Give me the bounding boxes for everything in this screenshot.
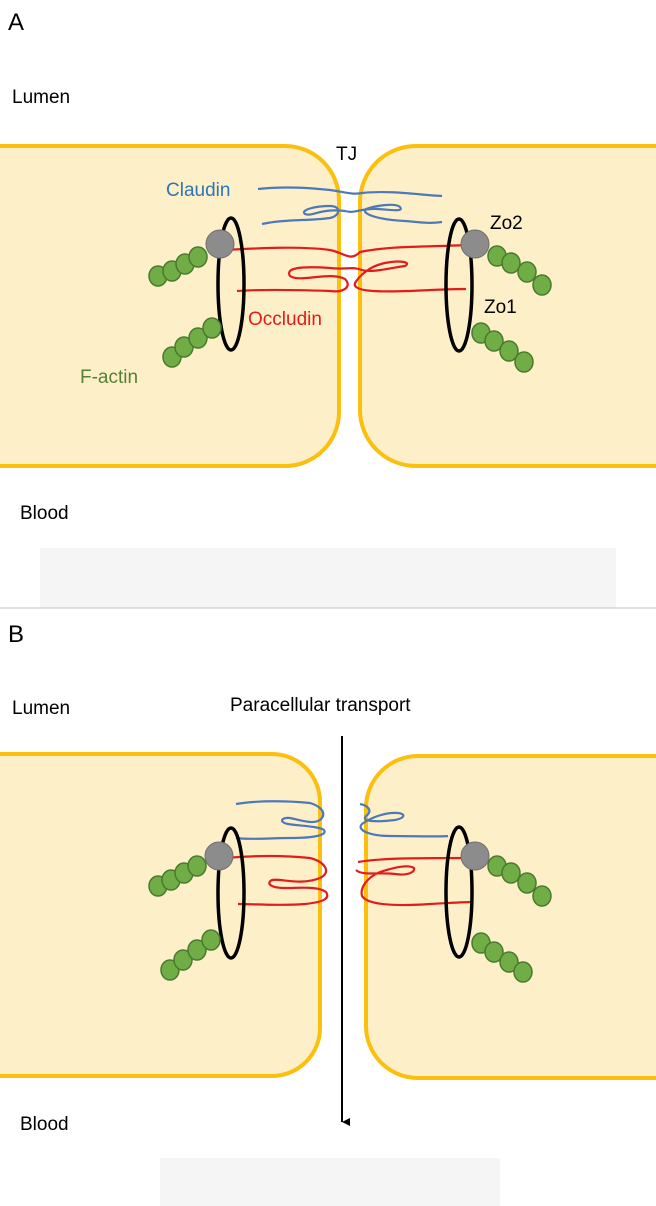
panel-b-letter: B — [8, 621, 24, 648]
zo1-label: Zo1 — [484, 297, 517, 318]
right-cell-b — [366, 756, 656, 1078]
zo2-label: Zo2 — [490, 213, 523, 234]
zo2-node-left — [206, 230, 234, 258]
panel-a-letter: A — [8, 9, 24, 36]
paracellular-transport-label: Paracellular transport — [230, 695, 411, 716]
panel-a-blood-label: Blood — [20, 503, 69, 524]
claudin-label: Claudin — [166, 180, 230, 201]
zo2-node-left-b — [205, 842, 233, 870]
left-cell-b — [0, 754, 320, 1076]
panel-b-blood-label: Blood — [20, 1114, 69, 1135]
panel-a-lumen-label: Lumen — [12, 87, 70, 108]
panel-a: A Lumen TJ Cl — [0, 9, 656, 524]
tj-label: TJ — [336, 144, 357, 165]
panel-b-lumen-label: Lumen — [12, 698, 70, 719]
occludin-label: Occludin — [248, 309, 322, 330]
zo2-node-right — [461, 230, 489, 258]
f-actin-label: F-actin — [80, 367, 138, 388]
panel-b: B Lumen Paracellular transport — [0, 621, 656, 1135]
zo2-node-right-b — [461, 842, 489, 870]
